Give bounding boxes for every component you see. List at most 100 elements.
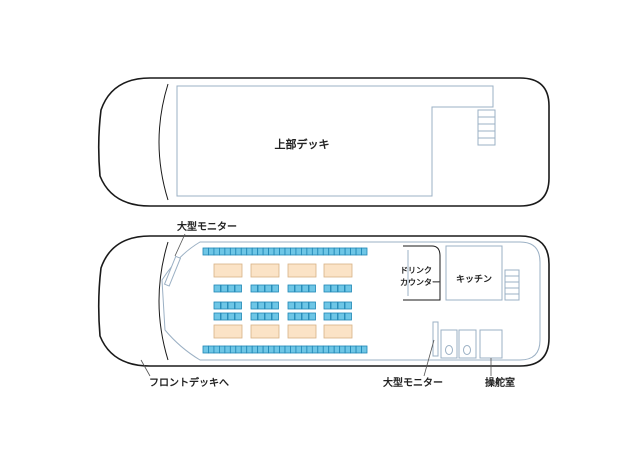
bench-seat-top	[246, 247, 253, 256]
bench-seat-top	[268, 247, 275, 256]
bench-seat-bottom	[333, 345, 341, 354]
bench-seat-top	[295, 247, 302, 256]
bench-seat-top	[218, 247, 226, 256]
chair	[301, 301, 309, 310]
chair	[220, 312, 228, 321]
chair	[323, 301, 331, 310]
chair	[257, 301, 265, 310]
bench-seat-bottom	[306, 345, 313, 354]
wheelhouse-label: 操舵室	[485, 376, 515, 389]
restroom-1	[440, 329, 458, 359]
chair	[301, 284, 309, 293]
bench-seat-bottom	[284, 345, 291, 354]
bench-seat-top	[300, 247, 308, 256]
chair	[330, 312, 338, 321]
lower-deck-bow-line	[158, 241, 169, 361]
bench-seat-bottom	[273, 345, 280, 354]
chair	[344, 312, 352, 321]
table	[250, 324, 280, 339]
chair	[330, 284, 338, 293]
chair	[308, 284, 316, 293]
labels: 大型モニター フロントデッキへ ドリンク カウンター キッチン 大型モニター 操…	[140, 220, 515, 389]
wheelhouse-room	[479, 329, 503, 359]
bench-seat-bottom	[235, 345, 242, 354]
bench-seat-top	[257, 247, 264, 256]
chair	[250, 312, 258, 321]
upper-deck-stairs	[477, 109, 496, 146]
chair	[264, 284, 272, 293]
bench-seat-bottom	[290, 345, 297, 354]
bench-seat-top	[279, 247, 286, 256]
chair	[294, 284, 302, 293]
front-monitor	[163, 255, 182, 287]
bench-seat-bottom	[317, 345, 324, 354]
bench-seat-bottom	[300, 345, 308, 354]
chair	[323, 284, 331, 293]
upper-deck-outline	[176, 85, 494, 197]
lower-deck-cabin-outline	[161, 241, 541, 361]
chair	[287, 284, 295, 293]
chair	[308, 312, 316, 321]
chair	[337, 312, 345, 321]
bench-seat-bottom	[240, 345, 248, 354]
chair	[227, 284, 235, 293]
chair	[330, 301, 338, 310]
bench-seat-top	[235, 247, 242, 256]
chair	[344, 301, 352, 310]
table	[250, 263, 280, 278]
bench-seat-bottom	[311, 345, 319, 354]
chair	[234, 312, 242, 321]
front-monitor-label: 大型モニター	[177, 220, 237, 233]
chair	[234, 284, 242, 293]
drink-counter	[403, 245, 441, 301]
chair	[257, 312, 265, 321]
bench-seat-top	[311, 247, 319, 256]
kitchen-label: キッチン	[456, 274, 492, 285]
bench-seat-top	[251, 247, 259, 256]
bench-seat-bottom	[202, 345, 209, 354]
kitchen-room	[445, 245, 503, 301]
bench-seat-bottom	[361, 345, 368, 354]
rear-monitor-label: 大型モニター	[383, 376, 443, 389]
bench-seat-bottom	[268, 345, 275, 354]
upper-deck-label: 上部デッキ	[275, 137, 330, 151]
bench-seat-bottom	[279, 345, 286, 354]
bench-seat-bottom	[328, 345, 335, 354]
bench-seat-top	[208, 247, 215, 256]
rear-monitor	[432, 321, 439, 357]
chair	[308, 301, 316, 310]
upper-deck: 上部デッキ	[97, 77, 550, 207]
chair	[271, 301, 279, 310]
bench-seat-bottom	[251, 345, 259, 354]
chair	[344, 284, 352, 293]
bench-seat-bottom	[322, 345, 330, 354]
seating-area	[202, 247, 368, 354]
bench-seat-top	[284, 247, 291, 256]
bench-seat-top	[361, 247, 368, 256]
chair	[337, 284, 345, 293]
table	[323, 324, 353, 339]
bench-seat-top	[350, 247, 357, 256]
chair	[264, 301, 272, 310]
bench-seat-top	[322, 247, 330, 256]
bench-seat-top	[273, 247, 280, 256]
bench-seat-top	[290, 247, 297, 256]
bench-seat-top	[229, 247, 237, 256]
chair	[287, 301, 295, 310]
table	[213, 263, 243, 278]
bench-seat-top	[213, 247, 220, 256]
lower-deck-stairs	[504, 269, 520, 301]
chair	[257, 284, 265, 293]
rear-monitor-leader	[423, 339, 435, 377]
bench-seat-bottom	[229, 345, 237, 354]
bench-seat-top	[333, 247, 341, 256]
bench-seat-bottom	[257, 345, 264, 354]
bench-seat-bottom	[350, 345, 357, 354]
table	[323, 263, 353, 278]
chair	[220, 301, 228, 310]
chair	[213, 301, 221, 310]
bench-seat-top	[344, 247, 351, 256]
bench-seat-top	[262, 247, 269, 256]
chair	[294, 301, 302, 310]
chair	[323, 312, 331, 321]
